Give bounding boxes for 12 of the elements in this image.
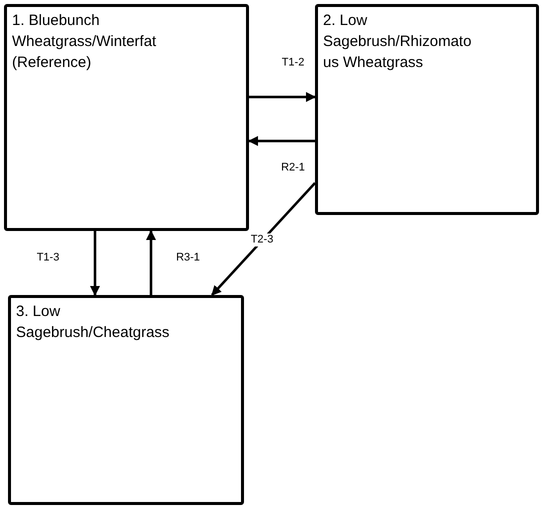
edge-label: T2-3	[248, 234, 276, 246]
arrow	[90, 231, 100, 296]
arrow	[249, 92, 316, 102]
state-name: 2. Low Sagebrush/Rhizomatous Wheatgrass	[323, 11, 472, 73]
state-box	[4, 4, 249, 231]
state-name: 1. Bluebunch Wheatgrass/Winterfat (Reference)	[12, 11, 158, 73]
state-name: 3. Low Sagebrush/Cheatgrass	[16, 302, 170, 343]
arrow	[146, 230, 156, 295]
state-box	[315, 4, 539, 215]
arrow	[211, 182, 316, 296]
state-box	[8, 295, 244, 505]
arrow	[248, 136, 315, 146]
